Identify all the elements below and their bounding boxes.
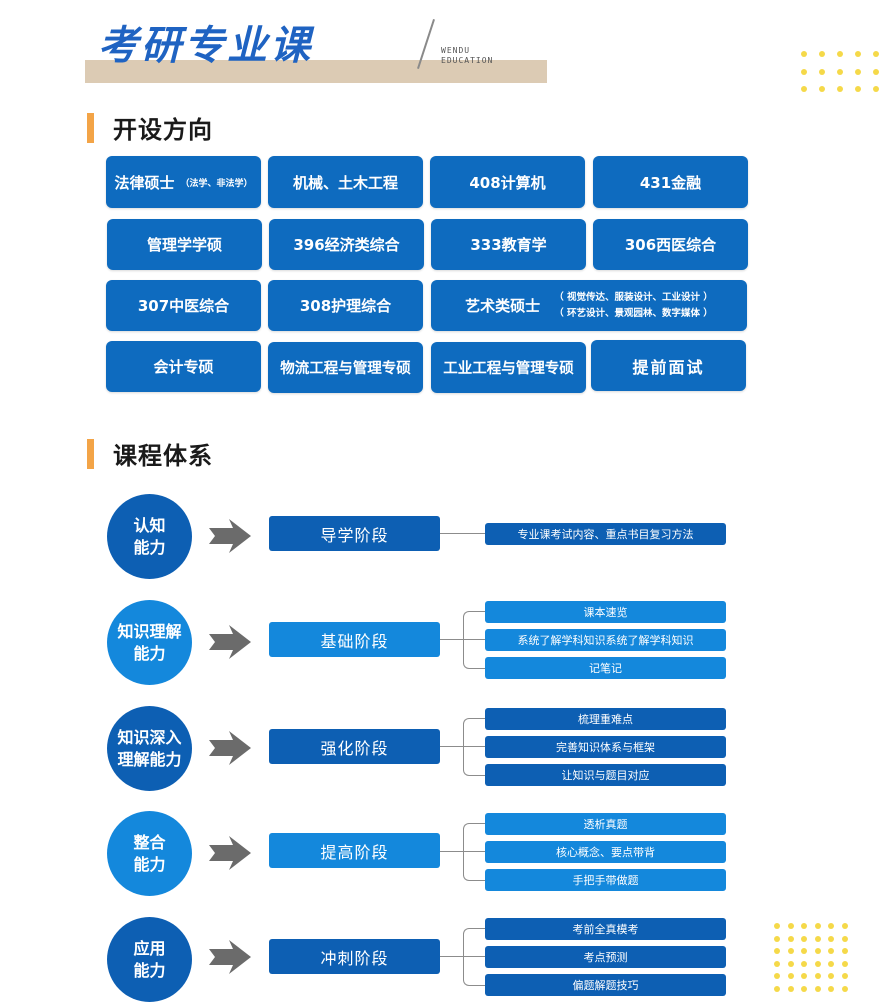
accent-bar xyxy=(87,112,94,143)
stage-box[interactable]: 提高阶段 xyxy=(269,833,440,868)
direction-label: 管理学学硕 xyxy=(146,236,222,254)
section-heading-curriculum: 课程体系 xyxy=(87,436,213,471)
ability-circle: 认知 能力 xyxy=(107,494,192,579)
stage-detail-item: 梳理重难点 xyxy=(485,708,726,730)
direction-label: 会计专硕 xyxy=(153,358,214,376)
direction-note: （法学、非法学） xyxy=(180,178,253,189)
ability-circle: 知识深入 理解能力 xyxy=(107,706,192,791)
connector-line xyxy=(463,851,485,852)
connector-bracket xyxy=(463,611,486,669)
stage-detail-item: 记笔记 xyxy=(485,657,726,679)
stage-detail-item: 手把手带做题 xyxy=(485,869,726,891)
arrow-right-icon xyxy=(209,519,251,553)
direction-art-masters[interactable]: 艺术类硕士 （ 视觉传达、服装设计、工业设计 ） （ 环艺设计、景观园林、数字媒… xyxy=(431,280,747,331)
connector-bracket xyxy=(463,823,486,881)
connector-line xyxy=(463,746,485,747)
stage-box[interactable]: 基础阶段 xyxy=(269,622,440,657)
direction-note-line-2: （ 环艺设计、景观园林、数字媒体 ） xyxy=(554,307,713,319)
stage-detail-item: 完善知识体系与框架 xyxy=(485,736,726,758)
direction-label: 431金融 xyxy=(639,173,702,192)
direction-333-education[interactable]: 333教育学 xyxy=(431,219,586,270)
brand-line-1: WENDU xyxy=(441,46,471,55)
direction-industrial-engineering[interactable]: 工业工程与管理专硕 xyxy=(431,342,586,393)
stage-detail-item: 专业课考试内容、重点书目复习方法 xyxy=(485,523,726,545)
section-title: 课程体系 xyxy=(113,442,213,470)
connector-line xyxy=(440,851,463,852)
direction-label: 396经济类综合 xyxy=(293,236,400,254)
direction-431-finance[interactable]: 431金融 xyxy=(593,156,748,208)
direction-accounting[interactable]: 会计专硕 xyxy=(106,341,261,392)
connector-line xyxy=(440,746,463,747)
direction-label: 物流工程与管理专硕 xyxy=(280,361,411,377)
direction-396-economics[interactable]: 396经济类综合 xyxy=(269,219,424,270)
direction-label: 308护理综合 xyxy=(299,297,392,315)
direction-label: 法律硕士 xyxy=(114,173,175,192)
stage-box[interactable]: 导学阶段 xyxy=(269,516,440,551)
direction-label: 提前面试 xyxy=(632,357,705,377)
direction-mechanical-civil[interactable]: 机械、土木工程 xyxy=(268,156,423,208)
stage-detail-item: 系统了解学科知识系统了解学科知识 xyxy=(485,629,726,651)
stage-detail-item: 核心概念、要点带背 xyxy=(485,841,726,863)
brand-logo-text: WENDU EDUCATION xyxy=(441,46,493,66)
brand-line-2: EDUCATION xyxy=(441,56,494,65)
section-heading-directions: 开设方向 xyxy=(87,110,213,145)
arrow-right-icon xyxy=(209,625,251,659)
ability-circle: 知识理解 能力 xyxy=(107,600,192,685)
stage-detail-item: 考点预测 xyxy=(485,946,726,968)
direction-note-line-1: （ 视觉传达、服装设计、工业设计 ） xyxy=(554,291,713,303)
stage-box[interactable]: 冲刺阶段 xyxy=(269,939,440,974)
header-band xyxy=(85,60,547,83)
section-title: 开设方向 xyxy=(113,116,213,144)
connector-bracket xyxy=(463,928,486,986)
direction-label: 307中医综合 xyxy=(137,297,230,315)
direction-label: 333教育学 xyxy=(470,236,547,254)
connector-line xyxy=(440,533,485,534)
connector-line xyxy=(463,639,485,640)
stage-detail-item: 课本速览 xyxy=(485,601,726,623)
stage-box[interactable]: 强化阶段 xyxy=(269,729,440,764)
direction-management[interactable]: 管理学学硕 xyxy=(107,219,262,270)
connector-line xyxy=(463,956,485,957)
direction-law[interactable]: 法律硕士 （法学、非法学） xyxy=(106,156,261,208)
stage-detail-item: 考前全真模考 xyxy=(485,918,726,940)
ability-circle: 应用 能力 xyxy=(107,917,192,1002)
arrow-right-icon xyxy=(209,836,251,870)
direction-label: 306西医综合 xyxy=(624,236,717,254)
direction-label: 机械、土木工程 xyxy=(292,173,398,192)
arrow-right-icon xyxy=(209,940,251,974)
direction-early-interview[interactable]: 提前面试 xyxy=(591,340,746,391)
direction-notes: （ 视觉传达、服装设计、工业设计 ） （ 环艺设计、景观园林、数字媒体 ） xyxy=(554,290,713,322)
stage-detail-item: 偏题解题技巧 xyxy=(485,974,726,996)
ability-circle: 整合 能力 xyxy=(107,811,192,896)
connector-line xyxy=(440,639,463,640)
direction-308-nursing[interactable]: 308护理综合 xyxy=(268,280,423,331)
connector-bracket xyxy=(463,718,486,776)
connector-line xyxy=(440,956,463,957)
direction-label: 408计算机 xyxy=(469,173,546,192)
direction-307-chinese-medicine[interactable]: 307中医综合 xyxy=(106,280,261,331)
page-title: 考研专业课 xyxy=(98,22,313,69)
stage-detail-item: 透析真题 xyxy=(485,813,726,835)
direction-label: 艺术类硕士 xyxy=(465,297,541,315)
arrow-right-icon xyxy=(209,731,251,765)
decorative-dots-top xyxy=(801,51,880,104)
direction-label: 工业工程与管理专硕 xyxy=(443,361,574,377)
direction-logistics[interactable]: 物流工程与管理专硕 xyxy=(268,342,423,393)
direction-306-western-medicine[interactable]: 306西医综合 xyxy=(593,219,748,270)
direction-408-computer[interactable]: 408计算机 xyxy=(430,156,585,208)
decorative-dots-bottom xyxy=(774,923,855,998)
accent-bar xyxy=(87,438,94,469)
stage-detail-item: 让知识与题目对应 xyxy=(485,764,726,786)
